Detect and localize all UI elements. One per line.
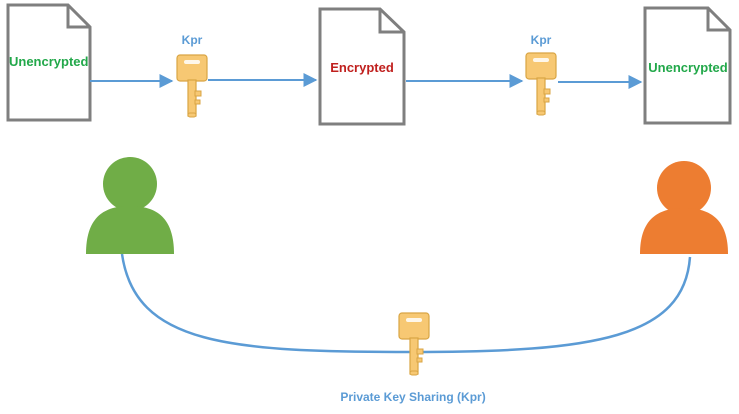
user-receiver [640,161,728,254]
document-label-encrypted: Encrypted [330,60,394,75]
document-icon [318,7,406,126]
key-icon [525,52,557,116]
user-sender [86,157,174,254]
document-icon [643,6,732,125]
key-label-right: Kpr [531,33,552,47]
sharing-label: Private Key Sharing (Kpr) [340,390,485,404]
document-label-unencrypted-left: Unencrypted [9,54,89,69]
key-icon [176,54,208,118]
document-icon [6,3,92,122]
document-unencrypted-left: Unencrypted [6,3,92,122]
user-icon [640,161,728,254]
user-icon [86,157,174,254]
key-icon [398,312,430,376]
document-encrypted: Encrypted [318,7,406,126]
key-label-left: Kpr [182,33,203,47]
document-unencrypted-right: Unencrypted [643,6,732,125]
document-label-unencrypted-right: Unencrypted [648,60,728,75]
